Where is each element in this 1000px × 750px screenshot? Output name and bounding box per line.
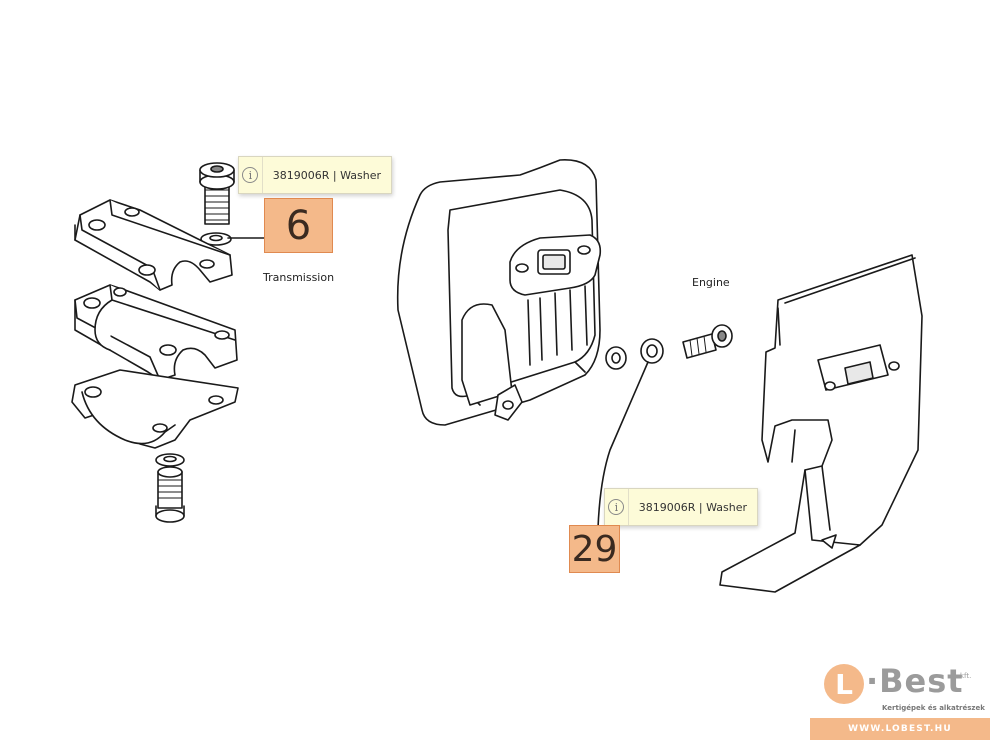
muffler bbox=[396, 159, 602, 426]
part-tooltip-text: 3819006R | Washer bbox=[638, 500, 747, 514]
callout-6[interactable]: 6 bbox=[264, 198, 333, 253]
logo-suffix: kft. bbox=[960, 672, 972, 680]
engine-screw bbox=[682, 324, 733, 359]
split-washer-29 bbox=[640, 338, 664, 364]
heat-shield-plate bbox=[719, 254, 923, 593]
logo-tagline: Kertigépek és alkatrészek bbox=[882, 704, 985, 712]
part-tooltip-bottom[interactable]: i 3819006R | Washer bbox=[604, 488, 758, 526]
middle-clamp bbox=[74, 284, 238, 381]
lobest-logo: L ·Best kft. Kertigépek és alkatrészek W… bbox=[810, 662, 990, 742]
transmission-label: Transmission bbox=[263, 271, 335, 284]
bottom-washer bbox=[155, 453, 185, 467]
part-tooltip-text: 3819006R | Washer bbox=[272, 168, 381, 182]
logo-letter: L bbox=[824, 664, 864, 704]
part-tooltip-top[interactable]: i 3819006R | Washer bbox=[238, 156, 392, 194]
info-icon[interactable]: i bbox=[239, 157, 263, 193]
engine-label: Engine bbox=[692, 276, 730, 289]
bottom-screw bbox=[155, 466, 185, 523]
logo-url: WWW.LOBEST.HU bbox=[810, 718, 990, 740]
lower-clamp bbox=[71, 369, 239, 449]
callout-29-leader bbox=[597, 361, 649, 529]
callout-29[interactable]: 29 bbox=[569, 525, 620, 573]
spring-washer bbox=[605, 346, 627, 370]
logo-name: ·Best bbox=[866, 662, 964, 700]
info-icon[interactable]: i bbox=[605, 489, 629, 525]
top-washer bbox=[200, 232, 232, 246]
upper-clamp bbox=[74, 199, 233, 291]
top-screw bbox=[199, 162, 235, 225]
